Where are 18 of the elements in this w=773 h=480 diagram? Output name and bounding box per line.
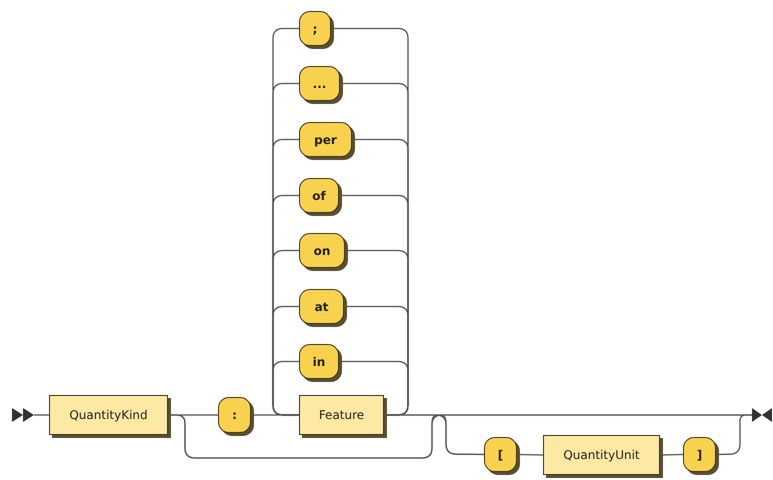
nonterminal-box: QuantityUnit — [543, 435, 660, 475]
start-marker-icon — [12, 408, 34, 422]
nonterminal-box: Feature — [299, 395, 384, 435]
terminal-token: ] — [683, 437, 716, 472]
terminal-token: in — [299, 344, 339, 379]
terminal-token: of — [299, 178, 339, 213]
terminal-token: ... — [299, 66, 340, 101]
terminal-token: at — [299, 289, 344, 324]
terminal-token: : — [218, 397, 251, 433]
terminal-token: ; — [299, 11, 331, 46]
terminal-token: [ — [484, 437, 517, 472]
terminal-token: per — [299, 122, 352, 157]
track-line — [272, 360, 299, 416]
nonterminal-box: QuantityKind — [49, 395, 168, 435]
terminal-token: on — [299, 233, 345, 268]
end-marker-icon — [752, 408, 772, 422]
track-line — [34, 414, 49, 416]
track-line — [339, 360, 409, 416]
